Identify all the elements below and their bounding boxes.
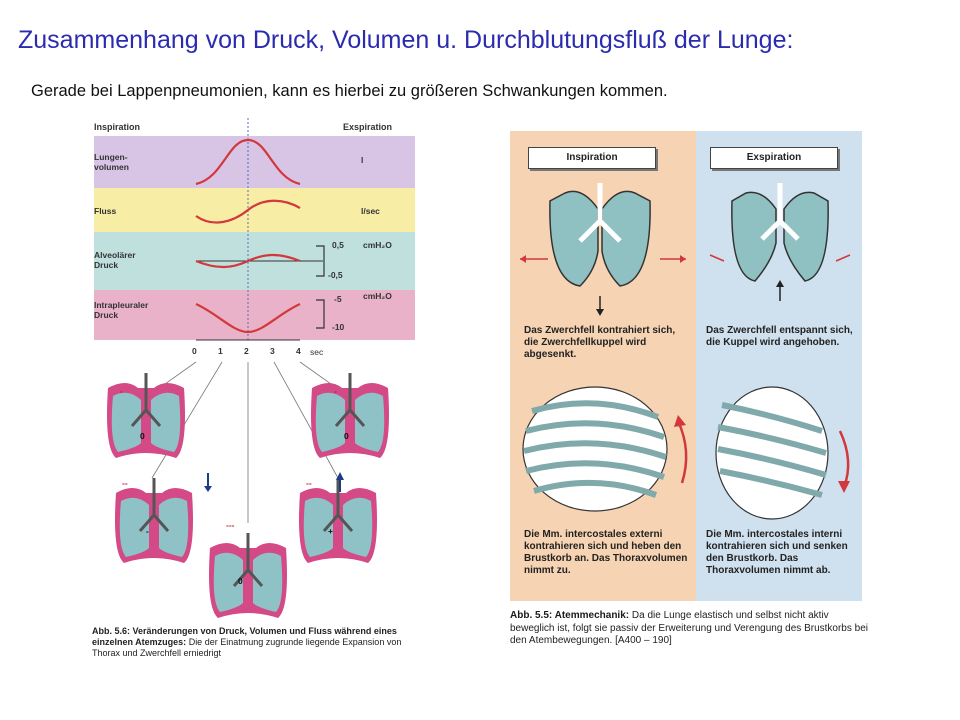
header-inspiration-right: Inspiration xyxy=(528,147,656,169)
sign-t0-alveolar: 0 xyxy=(140,431,145,441)
text-exspiration-diaphragm: Das Zwerchfell entspannt sich, die Kuppe… xyxy=(706,325,853,348)
curve-alveolar-pressure xyxy=(195,253,301,269)
lung-t0 xyxy=(105,371,187,460)
time-tick-2: 2 xyxy=(244,346,249,356)
rotate-down-icon xyxy=(838,430,850,488)
ribcage-exspiration xyxy=(715,386,829,520)
intrapleural-scale-bracket xyxy=(316,299,325,329)
scale-alveolar-top: 0,5 xyxy=(332,240,344,250)
lung-t2 xyxy=(207,531,289,620)
curve-flow xyxy=(195,199,301,224)
header-exspiration: Exspiration xyxy=(343,122,393,132)
alveolar-scale-bracket xyxy=(316,245,325,277)
text-inspiration-diaphragm: Das Zwerchfell kontrahiert sich, die Zwe… xyxy=(524,325,676,360)
sign-t2-top: --- xyxy=(226,520,235,530)
sign-t2-alveolar: 0 xyxy=(238,576,243,586)
lungs-exspiration xyxy=(731,183,829,282)
band-flow xyxy=(94,188,415,232)
time-tick-3: 3 xyxy=(270,346,275,356)
page-subtitle: Gerade bei Lappenpneumonien, kann es hie… xyxy=(31,82,668,100)
scale-intrapleural-bottom: -10 xyxy=(332,322,345,332)
sign-t1-alveolar: - xyxy=(146,526,149,536)
sign-t3-top: -- xyxy=(306,478,312,488)
curves-svg xyxy=(147,118,349,523)
sign-t4-alveolar: 0 xyxy=(344,431,349,441)
time-tick-1: 1 xyxy=(218,346,223,356)
breathing-cycle-figure: Inspiration Exspiration Lungen-volumen F… xyxy=(88,118,428,678)
row-label-lung-volume: Lungen-volumen xyxy=(94,152,129,172)
breathing-mechanics-figure: Inspiration Exspiration xyxy=(510,131,862,601)
lung-t3 xyxy=(297,476,379,565)
text-inspiration-ribs: Die Mm. intercostales externi kontrahier… xyxy=(524,529,688,576)
scale-alveolar-bottom: -0,5 xyxy=(328,270,343,280)
lung-t4 xyxy=(309,371,391,460)
row-label-flow: Fluss xyxy=(94,206,117,216)
arrow-in-left-icon xyxy=(709,254,725,262)
header-exspiration-right: Exspiration xyxy=(710,147,838,169)
time-unit: sec xyxy=(310,347,324,357)
unit-intrapleural-pressure: cmH₂O xyxy=(363,291,392,301)
unit-alveolar-pressure: cmH₂O xyxy=(363,240,392,250)
timepoint-connectors xyxy=(147,361,349,523)
band-lung-volume xyxy=(94,136,415,188)
scale-intrapleural-top: -5 xyxy=(334,294,342,304)
ribcage-inspiration xyxy=(522,386,668,512)
mechanics-drawings xyxy=(520,183,851,520)
header-inspiration: Inspiration xyxy=(94,122,141,132)
time-tick-4: 4 xyxy=(296,346,301,356)
sign-t1-top: -- xyxy=(122,478,128,488)
lung-t1 xyxy=(113,476,195,565)
page-title: Zusammenhang von Druck, Volumen u. Durch… xyxy=(18,26,794,54)
curve-intrapleural-pressure xyxy=(195,302,301,334)
unit-lung-volume: l xyxy=(361,155,364,165)
lungs-inspiration xyxy=(549,183,651,287)
text-exspiration-ribs: Die Mm. intercostales interni kontrahier… xyxy=(706,529,848,576)
time-tick-0: 0 xyxy=(192,346,197,356)
arrow-in-right-icon xyxy=(835,254,851,262)
lung-sketches xyxy=(105,371,391,620)
sign-t3-alveolar: + xyxy=(328,526,333,536)
curve-lung-volume xyxy=(195,138,301,186)
figure-caption-right: Abb. 5.5: Atemmechanik: Da die Lunge ela… xyxy=(510,610,868,646)
sign-t0-top: - xyxy=(120,386,123,396)
rotate-up-icon xyxy=(676,420,688,484)
sign-t4-top: - xyxy=(334,386,337,396)
unit-flow: l/sec xyxy=(361,206,380,216)
figure-caption-left: Abb. 5.6: Veränderungen von Druck, Volum… xyxy=(92,626,402,658)
